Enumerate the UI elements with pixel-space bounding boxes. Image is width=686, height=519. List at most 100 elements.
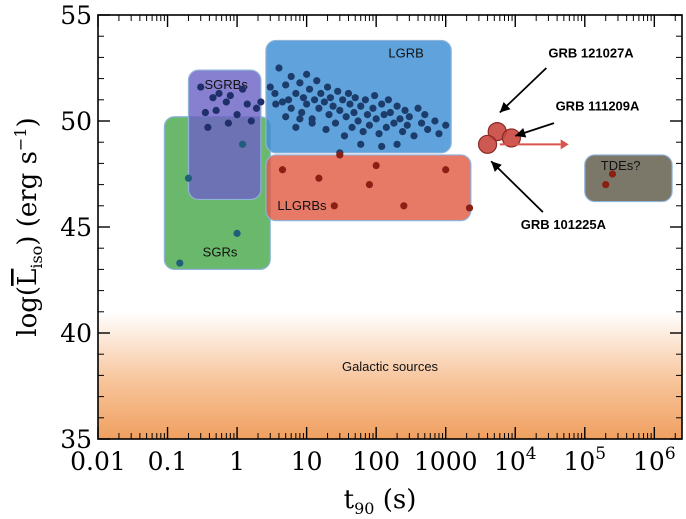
point-lgrb-44 <box>363 111 372 119</box>
point-lgrb-69 <box>378 142 386 151</box>
point-sgrbs-7 <box>224 119 232 127</box>
point-lgrb-20 <box>313 77 321 85</box>
x-tick-label-3: 10 <box>291 447 323 476</box>
x-tick-label-6: 104 <box>494 444 537 476</box>
point-lgrb-62 <box>410 132 418 140</box>
point-lgrb-36 <box>346 100 354 108</box>
point-lgrb-60 <box>403 121 411 129</box>
annotation-grb-101225a: GRB 101225A <box>521 217 607 232</box>
point-lgrb-7 <box>284 96 293 104</box>
region-galactic-sources <box>98 311 682 439</box>
point-lgrb-63 <box>414 104 422 112</box>
point-sgrbs-6 <box>222 98 230 106</box>
svg-text:log(Liso) (erg s−1): log(Liso) (erg s−1) <box>11 117 46 336</box>
region-sgrbs <box>187 69 262 201</box>
annotation-grb-121027a: GRB 121027A <box>548 45 634 60</box>
point-sgrbs-11 <box>243 100 251 108</box>
point-lgrb-6 <box>282 113 290 121</box>
point-llgrbs-4 <box>365 181 374 189</box>
region-label-galactic-sources: Galactic sources <box>342 359 439 374</box>
y-tick-label-0: 35 <box>60 425 92 454</box>
point-lgrb-53 <box>384 96 393 104</box>
point-llgrbs-5 <box>372 161 380 170</box>
point-llgrbs-7 <box>442 166 450 174</box>
point-lgrb-1 <box>271 89 279 98</box>
point-sgrbs-13 <box>252 104 261 112</box>
y-tick-label-1: 40 <box>60 319 92 348</box>
point-lgrb-21 <box>315 104 323 112</box>
point-sgrbs-0 <box>197 83 205 91</box>
point-lgrb-67 <box>431 117 439 125</box>
region-label-llgrbs: LLGRBs <box>277 198 327 213</box>
region-tdes <box>584 154 673 203</box>
point-lgrb-65 <box>421 111 429 119</box>
y-tick-label-4: 55 <box>60 1 92 30</box>
point-lgrb-17 <box>305 85 314 93</box>
annotation-arrowhead-0 <box>499 101 511 113</box>
point-lgrb-49 <box>375 130 383 138</box>
point-lgrb-48 <box>372 115 380 123</box>
point-lgrb-75 <box>296 115 304 123</box>
region-label-sgrs: SGRs <box>203 245 238 260</box>
annotation-arrowhead-2 <box>491 161 502 172</box>
point-lgrb-35 <box>344 89 353 98</box>
point-lgrb-43 <box>361 96 369 104</box>
point-lgrb-58 <box>399 128 407 136</box>
evolution-arrow-head <box>560 139 569 150</box>
point-lgrb-45 <box>365 121 374 129</box>
y-tick-label-2: 45 <box>60 213 92 242</box>
y-axis-title: log(Liso) (erg s−1) <box>11 117 46 336</box>
point-lgrb-24 <box>322 125 330 134</box>
point-lgrb-68 <box>435 130 443 138</box>
point-lgrb-54 <box>386 108 394 117</box>
point-lgrb-37 <box>348 123 356 131</box>
point-tdes-0 <box>602 181 610 189</box>
point-lgrb-55 <box>390 119 398 127</box>
point-lgrb-16 <box>303 100 311 108</box>
point-lgrb-50 <box>378 100 386 108</box>
point-sgrbs-3 <box>209 94 217 102</box>
point-llgrbs-0 <box>278 166 287 174</box>
point-lgrb-64 <box>417 119 426 127</box>
point-lgrb-51 <box>380 111 388 119</box>
point-llgrbs-8 <box>465 204 474 212</box>
point-lgrb-2 <box>272 100 280 108</box>
point-llgrbs-3 <box>336 151 344 159</box>
point-lgrb-57 <box>396 115 404 123</box>
point-lgrb-29 <box>331 119 340 127</box>
y-tick-label-3: 50 <box>60 107 92 136</box>
points-layer <box>176 64 617 267</box>
point-lgrb-23 <box>320 98 328 106</box>
point-lgrb-39 <box>351 94 359 102</box>
x-tick-label-8: 106 <box>633 444 676 476</box>
point-lgrb-22 <box>317 89 325 98</box>
x-axis-title: t90 (s) <box>344 485 417 518</box>
point-lgrb-38 <box>350 108 358 117</box>
point-lgrb-25 <box>323 83 332 91</box>
point-lgrb-56 <box>393 102 401 110</box>
annotation-arrow-2 <box>490 160 544 213</box>
point-lgrb-73 <box>442 121 450 129</box>
point-lgrb-31 <box>336 106 344 114</box>
point-lgrb-41 <box>357 102 365 110</box>
point-sgrbs-1 <box>201 108 209 117</box>
point-lgrb-59 <box>401 106 409 114</box>
point-lgrb-14 <box>299 94 308 102</box>
point-sgrs-3 <box>238 140 247 148</box>
point-lgrb-70 <box>357 140 365 148</box>
point-sgrbs-10 <box>238 85 247 93</box>
point-sgrs-0 <box>176 259 184 267</box>
point-lgrb-26 <box>325 111 333 119</box>
x-tick-label-2: 1 <box>229 447 245 476</box>
point-lgrb-40 <box>354 117 362 125</box>
point-lgrb-74 <box>308 119 316 127</box>
point-lgrb-3 <box>275 64 283 72</box>
point-lgrb-72 <box>393 140 401 148</box>
x-tick-label-5: 1000 <box>414 447 478 476</box>
x-tick-label-4: 100 <box>352 447 400 476</box>
point-sgrbs-4 <box>212 106 220 114</box>
point-grb-ultra-long-1 <box>477 134 498 154</box>
